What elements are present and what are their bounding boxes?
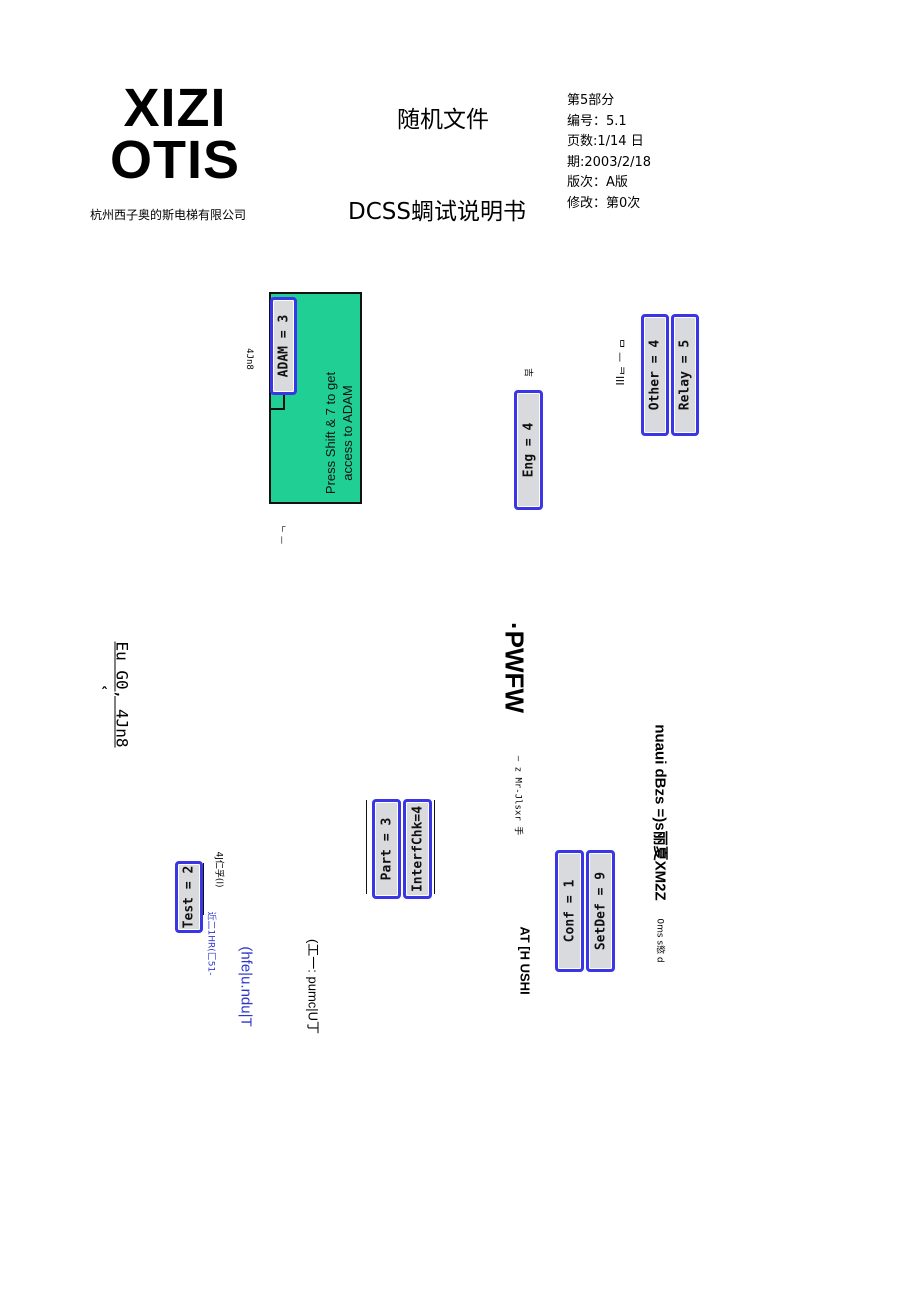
meta-part: 第5部分 [567, 93, 615, 108]
small-mark-1: ᄂ ᅳ [275, 524, 286, 545]
conf-screen: Conf = 1 [555, 850, 584, 972]
mr-text: — z Mr-Jlsxr 手 [512, 755, 523, 836]
logo-line-1: XIZI [123, 78, 227, 138]
meta-number: 编号：5.1 [567, 113, 627, 129]
meta-version: 版次：A版 [567, 175, 628, 190]
adam-screen: ADAM = 3 [270, 297, 297, 395]
setdef-screen: SetDef = 9 [586, 850, 615, 972]
relay-value: Relay = 5 [677, 339, 693, 411]
company-logo: XIZI OTIS [100, 78, 250, 190]
interf-value: InterfChk=4 [410, 805, 425, 893]
hfel-sub: 近二1HR(匚51- [205, 911, 216, 976]
part-bracket [366, 800, 367, 894]
green-label: 4Jn8 [244, 348, 254, 370]
eng-mark: 吉 [522, 367, 533, 377]
test-note: 4J仁孚(l) [213, 851, 224, 888]
doc-title: DCSS蜩试说明书 [348, 199, 526, 225]
other-screen: Other = 4 [641, 314, 669, 436]
meta-pages: 页数:1/14 日 [567, 134, 644, 149]
part-screen: Part = 3 [372, 799, 401, 899]
pumc-text: (工一: pumc|U丁 [305, 938, 321, 1035]
meta-revision: 修改：第0次 [567, 195, 641, 211]
other-value: Other = 4 [647, 339, 663, 411]
test-bracket [203, 863, 204, 915]
adam-instruction: Press Shift & 7 to get access to ADAM [323, 371, 355, 495]
test-screen: Test = 2 [175, 861, 203, 933]
conf-value: Conf = 1 [562, 879, 577, 943]
meta-date: 期:2003/2/18 [567, 154, 652, 170]
setdef-value: SetDef = 9 [593, 871, 608, 951]
eu-text: Eu G0, 4Jn8 [112, 641, 132, 748]
test-value: Test = 2 [181, 865, 197, 929]
interf-screen: InterfChk=4 [403, 799, 432, 899]
adam-bracket-foot [270, 408, 285, 410]
nuaui-sub: 0ms s慾 d [654, 918, 665, 963]
relay-screen: Relay = 5 [671, 314, 699, 436]
relay-mark: ᄆ ᅳ ᄏIII [613, 338, 626, 386]
adam-value: ADAM = 3 [276, 314, 291, 378]
pwfw-text: ·PWFW [499, 622, 530, 713]
logo-line-2: OTIS [109, 130, 240, 190]
eng-value: Eng = 4 [521, 422, 536, 478]
interf-bracket [434, 800, 435, 894]
eng-screen: Eng = 4 [514, 390, 543, 510]
doc-meta: 第5部分 编号：5.1 页数:1/14 日 期:2003/2/18 版次：A版 … [567, 91, 651, 214]
company-name: 杭州西子奥的斯电梯有限公司 [90, 208, 247, 222]
doc-type: 随机文件 [397, 107, 489, 133]
at-text: AT [H USHI [517, 926, 533, 995]
eu-sub: ˆ [101, 686, 108, 702]
hfel-text: (hfe|u.ndu|T [237, 946, 255, 1027]
part-value: Part = 3 [379, 817, 394, 881]
